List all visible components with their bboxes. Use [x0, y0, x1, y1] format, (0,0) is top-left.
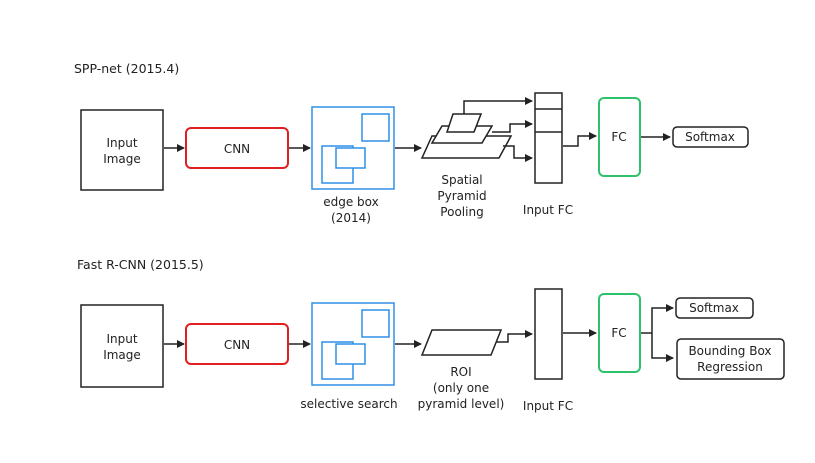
fast-arrow-fc-bbox: [651, 333, 674, 362]
fast-rcnn-title: Fast R-CNN (2015.5): [77, 257, 204, 272]
fast-input-label-line2: Image: [103, 348, 141, 362]
spp-pooling-label-line1: Spatial: [441, 173, 482, 187]
spp-pooling-label-line2: Pyramid: [437, 189, 486, 203]
fast-roi-label-line1: ROI: [450, 365, 471, 379]
spp-input-label-line2: Image: [103, 152, 141, 166]
spp-input-fc-column: [534, 92, 563, 184]
spp-input-label-line1: Input: [106, 136, 137, 150]
fast-selective-search-panel: [311, 302, 395, 386]
fast-bbox-label-line2: Regression: [697, 360, 763, 374]
spp-arrow-level1: [463, 97, 533, 114]
fast-proposal-label: selective search: [300, 397, 397, 411]
spp-net-section: SPP-net (2015.4) Input Image CNN edge bo…: [74, 61, 749, 225]
fast-softmax-box: [675, 297, 754, 319]
fast-roi-shape: [420, 329, 503, 356]
fast-bbox-box: [676, 338, 785, 380]
spp-proposal-label-line2: (2014): [331, 211, 371, 225]
spp-arrow-fc-input-to-fc: [563, 132, 597, 147]
fast-fc-label: FC: [611, 326, 626, 340]
fast-input-fc-column: [534, 288, 563, 380]
fast-input-image-box: [80, 304, 164, 388]
fast-roi-label-line3: pyramid level): [418, 397, 505, 411]
spp-arrow-level3: [503, 145, 533, 162]
fast-softmax-label: Softmax: [689, 301, 739, 315]
spp-softmax-box: [672, 126, 749, 148]
spp-pooling-label-line3: Pooling: [440, 205, 483, 219]
spp-input-fc-label: Input FC: [523, 203, 573, 217]
fast-cnn-box: [185, 323, 289, 365]
fast-rcnn-section: Fast R-CNN (2015.5) Input Image CNN sele…: [77, 257, 785, 413]
fast-input-fc-label: Input FC: [523, 399, 573, 413]
fast-arrow-roi-input-fc: [496, 330, 533, 343]
fast-roi-label-line2: (only one: [433, 381, 489, 395]
fast-bbox-label-line1: Bounding Box: [688, 344, 771, 358]
spp-net-title: SPP-net (2015.4): [74, 61, 179, 76]
spp-edge-box-panel: [311, 106, 395, 190]
fast-fc-box: [598, 293, 641, 373]
spp-softmax-label: Softmax: [685, 130, 735, 144]
spp-fc-box: [598, 97, 641, 177]
fast-cnn-label: CNN: [224, 338, 250, 352]
spp-input-image-box: [80, 109, 164, 191]
spp-proposal-label-line1: edge box: [323, 195, 379, 209]
spp-arrow-level2: [492, 120, 533, 133]
spp-pyramid-stack-icon: [420, 113, 513, 159]
spp-cnn-box: [185, 127, 289, 169]
fast-arrow-fc-softmax: [651, 304, 674, 333]
spp-cnn-label: CNN: [224, 142, 250, 156]
fast-input-label-line1: Input: [106, 332, 137, 346]
spp-fc-label: FC: [611, 130, 626, 144]
